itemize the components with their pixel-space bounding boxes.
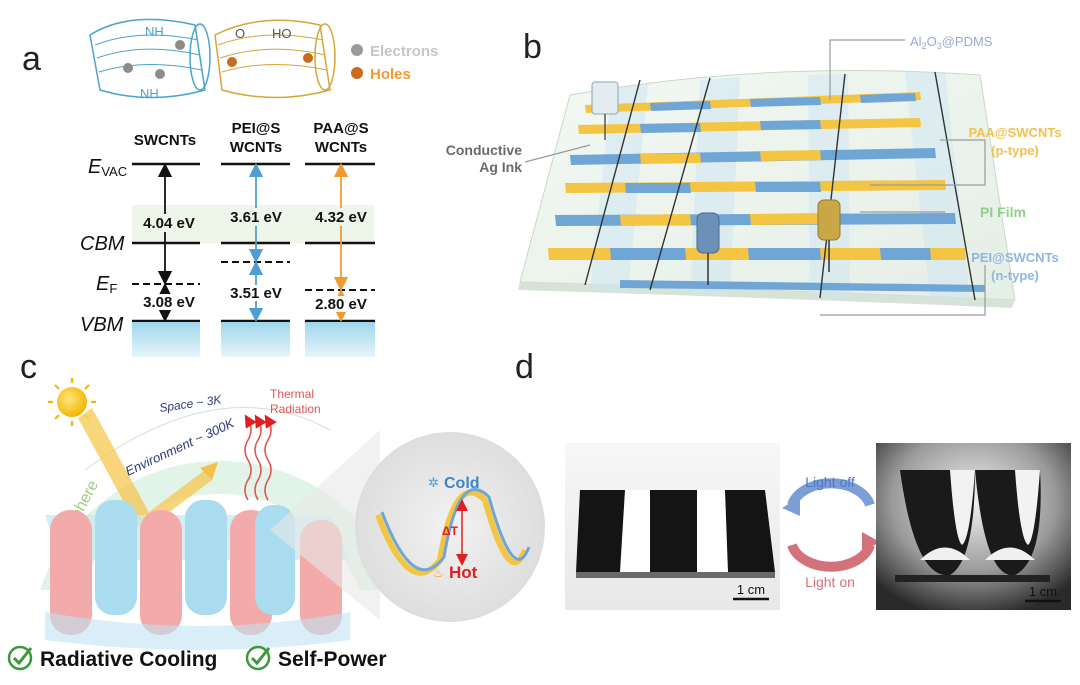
thermal-label-line1: Thermal (270, 387, 314, 401)
pi-film-label: PI Film (980, 204, 1026, 220)
light-on-label: Light on (805, 574, 855, 590)
scale-label-right: 1 cm (1029, 584, 1057, 599)
col-header-paa-line2: WCNTs (315, 139, 367, 156)
pei-nozzle (696, 212, 720, 285)
scale-label-left: 1 cm (737, 582, 765, 597)
pei-lower-gap: 3.51 eV (230, 285, 282, 302)
electron-dot (175, 40, 185, 50)
holes-legend-marker (351, 67, 363, 79)
thermoelectric-legs (548, 92, 985, 292)
ag-ink-label-line1: Conductive (446, 142, 522, 158)
hole-dot (227, 57, 237, 67)
cbm-label: CBM (80, 233, 125, 255)
radiative-cooling-label: Radiative Cooling (40, 648, 217, 671)
nh-label-bottom: NH (140, 86, 159, 101)
ef-label: EF (96, 273, 117, 296)
curled-device-sample (895, 470, 1050, 582)
swcnts-upper-gap: 4.04 eV (143, 215, 195, 232)
paa-upper-gap: 4.32 eV (315, 209, 367, 226)
pei-upper-gap: 3.61 eV (230, 209, 282, 226)
panel-a: a NH NH O HO Electrons Holes SWCNTs (22, 18, 438, 357)
light-on-arrow (787, 543, 875, 572)
panel-c: c Atmosphere Space ~ 3K Environment ~ 30… (7, 348, 545, 671)
column-pei: 3.61 eV 3.51 eV (221, 162, 290, 357)
column-swcnts: 4.04 eV 3.08 eV (132, 162, 200, 357)
panel-letter-d: d (515, 348, 534, 386)
ag-ink-label-line2: Ag Ink (479, 159, 522, 175)
delta-t-label: ΔT (442, 524, 459, 538)
snowflake-icon: ✲ (428, 475, 439, 490)
thermal-label-line2: Radiation (270, 402, 321, 416)
col-header-pei-line2: WCNTs (230, 139, 282, 156)
column-paa: 4.32 eV 2.80 eV (305, 162, 375, 357)
sunbeam (78, 408, 152, 528)
flame-icon: ♨ (433, 566, 444, 580)
paa-nozzle (817, 199, 841, 272)
evac-label: EVAC (88, 156, 127, 179)
zoom-detail (375, 488, 531, 576)
nh-label-top: NH (145, 24, 164, 39)
panel-b: b (446, 28, 1062, 316)
col-header-swcnts: SWCNTs (134, 132, 196, 149)
ag-ink-lines (584, 71, 976, 301)
check-icon (245, 645, 271, 671)
paa-swcnts-label-line2: (p-type) (991, 143, 1039, 158)
paa-swcnts-label-line1: PAA@SWCNTs (968, 125, 1061, 140)
o2-label: O (235, 26, 245, 41)
swcnts-lower-gap: 3.08 eV (143, 294, 195, 311)
electron-legend-marker (351, 44, 363, 56)
pei-swcnts-label-line1: PEI@SWCNTs (971, 250, 1059, 265)
col-header-pei-line1: PEI@S (232, 120, 281, 137)
pei-nanotube-illustration: NH NH (89, 18, 211, 101)
panel-letter-b: b (523, 28, 542, 66)
paa-lower-gap: 2.80 eV (315, 296, 367, 313)
holes-legend: Holes (370, 66, 411, 83)
sun-icon (48, 378, 96, 426)
flat-device-sample (576, 490, 775, 578)
electron-dot (123, 63, 133, 73)
light-off-label: Light off (805, 474, 855, 490)
check-icon (7, 645, 33, 671)
cold-label: Cold (444, 475, 480, 492)
panel-letter-a: a (22, 40, 41, 78)
corrugated-device (45, 500, 350, 650)
zoom-cone (270, 430, 380, 620)
callout-lines (524, 39, 986, 316)
panel-d: d 1 cm Light off Light on (515, 348, 1071, 610)
paa-nanotube-illustration: O HO (214, 19, 336, 99)
thermal-radiation-icon (244, 414, 277, 501)
electron-dot (155, 69, 165, 79)
col-header-paa-line1: PAA@S (313, 120, 368, 137)
hole-dot (303, 53, 313, 63)
vbm-label: VBM (80, 314, 124, 336)
ag-ink-nozzle (591, 81, 619, 140)
sheet-edge (518, 282, 1015, 308)
electrons-legend: Electrons (370, 43, 438, 60)
hot-label: Hot (449, 563, 478, 582)
panel-letter-c: c (20, 348, 37, 386)
al2o3-pdms-label: Al2O3@PDMS (910, 34, 993, 51)
space-label: Space ~ 3K (158, 392, 223, 415)
pei-swcnts-label-line2: (n-type) (991, 268, 1039, 283)
ho-label: HO (272, 26, 292, 41)
self-power-label: Self-Power (278, 648, 387, 671)
light-off-arrow (787, 478, 875, 507)
